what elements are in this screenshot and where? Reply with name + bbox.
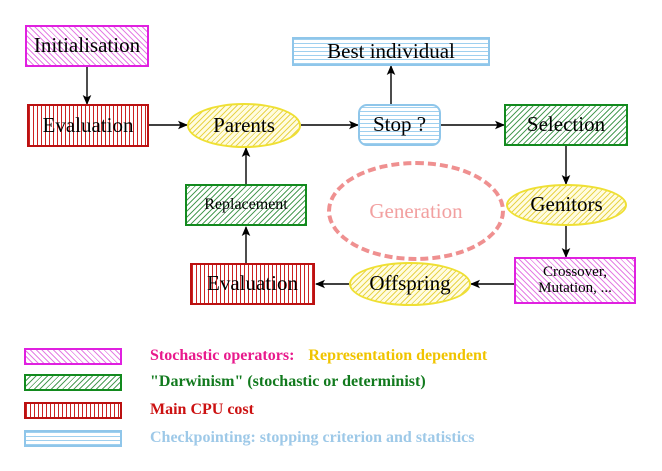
node-parents[interactable]: Parents — [187, 103, 301, 148]
legend-label-cpu: Main CPU cost — [150, 401, 254, 418]
node-selection-label: Selection — [526, 112, 606, 137]
node-evaluation-top-label: Evaluation — [42, 112, 134, 137]
node-evaluation-bottom-label: Evaluation — [207, 271, 298, 296]
node-selection[interactable]: Selection — [504, 104, 628, 146]
legend-row-stochastic: Stochastic operators: Representation dep… — [24, 344, 487, 368]
node-offspring[interactable]: Offspring — [349, 262, 471, 306]
node-evaluation-bottom[interactable]: Evaluation — [190, 263, 315, 305]
node-genitors-label: Genitors — [530, 192, 603, 217]
node-stop-label: Stop ? — [372, 112, 427, 137]
legend-swatch-blue — [24, 429, 122, 447]
node-parents-label: Parents — [213, 112, 275, 137]
legend-row-darwinism: "Darwinism" (stochastic or determinist) — [24, 370, 426, 394]
legend-label-darwinism: "Darwinism" (stochastic or determinist) — [150, 373, 426, 390]
node-initialisation[interactable]: Initialisation — [25, 25, 149, 67]
legend-swatch-magenta — [24, 347, 122, 365]
legend-label-representation: Representation dependent — [308, 347, 488, 364]
generation-region: Generation — [327, 161, 505, 261]
node-crossover-line1: Crossover, — [543, 264, 607, 281]
node-replacement[interactable]: Replacement — [185, 184, 307, 226]
legend: Stochastic operators: Representation dep… — [0, 336, 662, 466]
node-crossover-line2: Mutation, ... — [538, 279, 612, 296]
node-offspring-label: Offspring — [369, 271, 451, 296]
legend-row-checkpointing: Checkpointing: stopping criterion and st… — [24, 426, 474, 450]
node-genitors[interactable]: Genitors — [506, 184, 627, 226]
generation-label: Generation — [369, 198, 463, 223]
node-stop[interactable]: Stop ? — [358, 104, 441, 146]
legend-swatch-green — [24, 373, 122, 391]
legend-row-cpu: Main CPU cost — [24, 398, 254, 422]
legend-swatch-red — [24, 401, 122, 419]
node-replacement-label: Replacement — [204, 195, 288, 213]
legend-label-checkpointing: Checkpointing: stopping criterion and st… — [150, 429, 475, 446]
node-best-individual[interactable]: Best individual — [292, 37, 490, 66]
node-crossover-mutation[interactable]: Crossover, Mutation, ... — [514, 257, 636, 304]
legend-label-stochastic: Stochastic operators: — [150, 347, 295, 364]
node-best-individual-label: Best individual — [327, 38, 455, 63]
node-initialisation-label: Initialisation — [33, 33, 141, 58]
node-evaluation-top[interactable]: Evaluation — [27, 104, 149, 147]
